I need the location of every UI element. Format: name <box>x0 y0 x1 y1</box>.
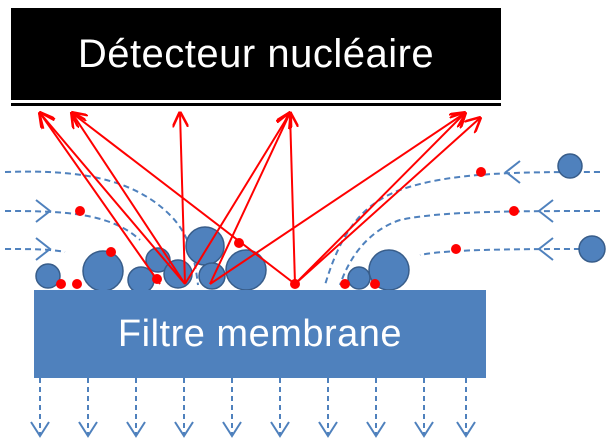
emission-ray <box>72 113 296 285</box>
emitter-dot <box>56 279 66 289</box>
emitter-dot <box>451 244 461 254</box>
outflow-arrow-8-icon <box>366 378 386 438</box>
flow-arrowheads <box>35 160 554 261</box>
radioactive-emitters <box>56 167 519 289</box>
emission-ray <box>40 113 186 285</box>
emission-ray <box>294 113 465 285</box>
emitter-dot <box>152 274 162 284</box>
filter-membrane <box>34 290 486 378</box>
emitter-dot <box>340 279 350 289</box>
deposited-particle <box>347 266 371 290</box>
flow-arrow-left-middle-icon <box>35 199 52 223</box>
emitter-dot <box>290 279 300 289</box>
detector-label: Détecteur nucléaire <box>77 31 435 76</box>
emitter-dot <box>370 279 380 289</box>
emission-ray <box>72 113 186 285</box>
detector-base-line <box>11 103 501 106</box>
emission-ray <box>294 118 480 285</box>
outflow-arrows <box>30 378 476 438</box>
particle-incoming-bottom <box>578 235 606 263</box>
deposited-particle <box>35 263 61 289</box>
membrane-label: Filtre membrane <box>117 312 403 355</box>
deposited-particles <box>35 226 410 294</box>
outflow-arrow-10-icon <box>456 378 476 438</box>
flow-arrow-right-top-icon <box>504 160 521 184</box>
deposited-particle <box>198 262 226 290</box>
flow-line-right-top <box>324 171 601 286</box>
flow-arrow-right-middle-icon <box>537 199 554 223</box>
outflow-arrow-3-icon <box>126 378 146 438</box>
emitter-dot <box>72 279 82 289</box>
outflow-arrow-6-icon <box>270 378 290 438</box>
flow-arrow-left-bottom-icon <box>35 237 52 261</box>
deposited-particle <box>185 226 225 266</box>
emitter-dot <box>106 247 116 257</box>
outflow-arrow-7-icon <box>318 378 338 438</box>
emission-ray <box>40 113 161 285</box>
emitter-dot <box>75 206 85 216</box>
flow-line-left-bottom <box>4 248 66 253</box>
outflow-arrow-1-icon <box>30 378 50 438</box>
emitter-dot <box>234 238 244 248</box>
emission-ray <box>209 113 465 285</box>
emitter-dot <box>476 167 486 177</box>
flow-arrow-right-bottom-icon <box>537 237 554 261</box>
outflow-arrow-9-icon <box>414 378 434 438</box>
emission-rays <box>40 113 480 285</box>
emission-ray <box>290 113 295 285</box>
emitter-dot <box>509 206 519 216</box>
emission-ray <box>184 113 290 285</box>
deposited-particle <box>82 250 124 292</box>
outflow-arrow-5-icon <box>222 378 242 438</box>
nuclear-detector <box>11 8 501 100</box>
emission-ray <box>209 113 290 285</box>
flow-line-right-bottom <box>419 248 601 256</box>
particle-incoming-top <box>557 153 583 179</box>
airborne-particles <box>557 153 606 263</box>
outflow-arrow-4-icon <box>174 378 194 438</box>
outflow-arrow-2-icon <box>78 378 98 438</box>
